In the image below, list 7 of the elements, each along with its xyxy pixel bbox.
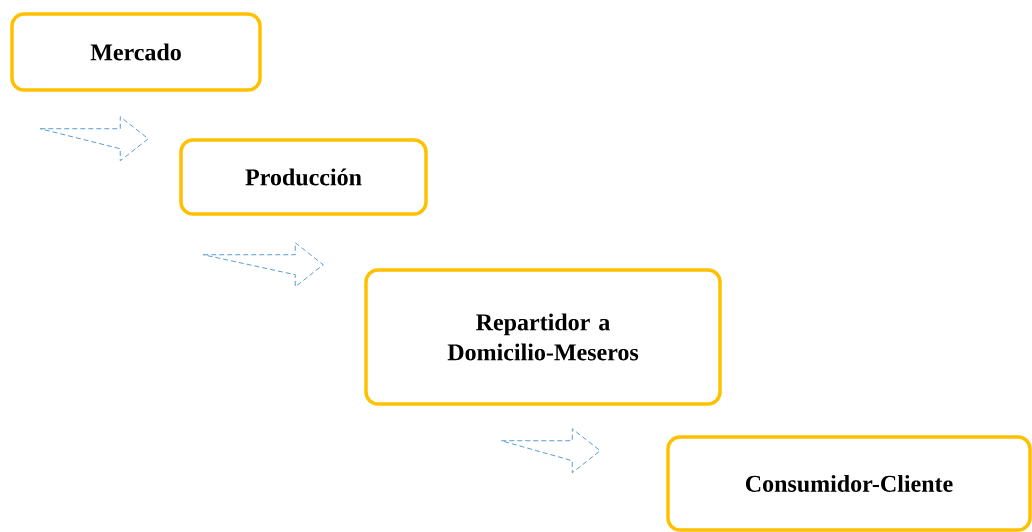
- process-box: Producción: [179, 138, 428, 216]
- process-box: Repartidor a Domicilio-Meseros: [364, 268, 722, 406]
- block-arrow: [202, 242, 324, 288]
- process-box: Consumidor-Cliente: [666, 435, 1032, 532]
- process-box: Mercado: [10, 12, 262, 92]
- block-arrow: [500, 428, 601, 474]
- block-arrow: [39, 116, 149, 162]
